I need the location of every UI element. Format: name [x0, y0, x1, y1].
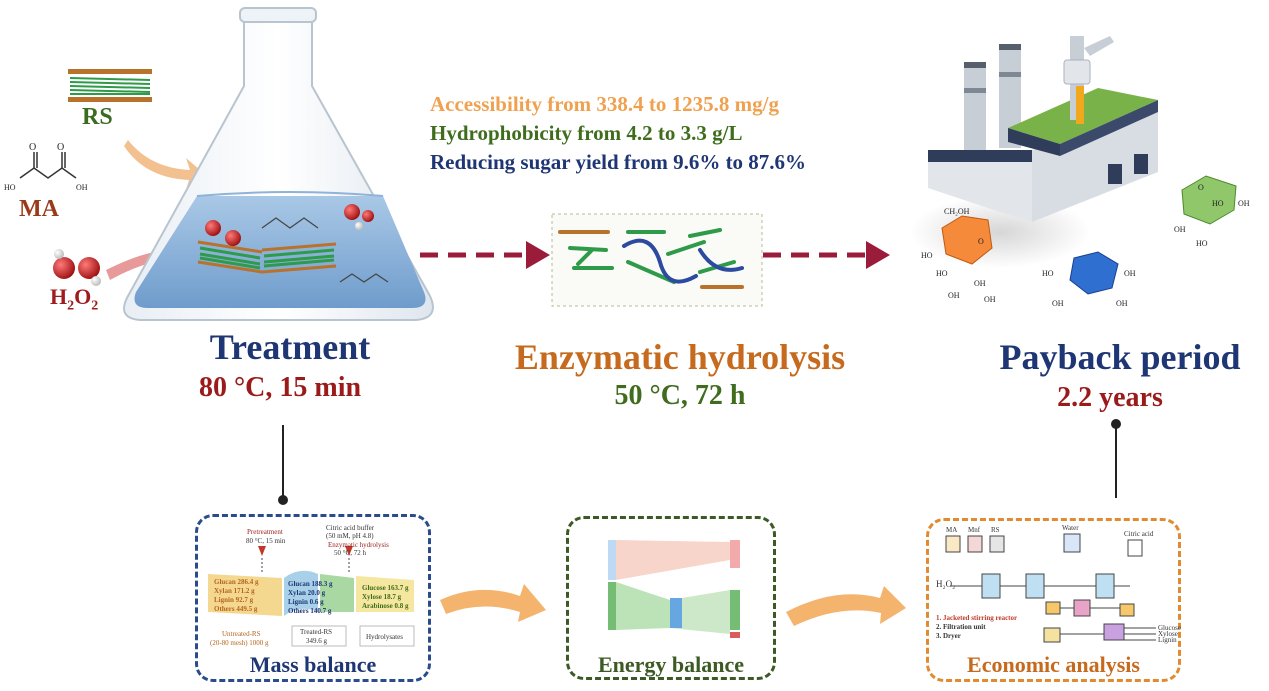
econ-feed-0: MA	[946, 526, 958, 534]
mass-balance-title: Mass balance	[249, 652, 377, 677]
mass-pretreatment-label: Pretreatment	[247, 528, 283, 536]
svg-text:OH: OH	[1238, 199, 1250, 208]
mass-enzymatic-cond: 50 °C, 72 h	[334, 549, 366, 557]
econ-feed-3: Water	[1062, 524, 1079, 532]
flow-arrow-energy-to-econ	[786, 586, 906, 626]
mass-col2-0: Glucan 188.3 g	[288, 580, 333, 588]
svg-text:OH: OH	[948, 291, 960, 300]
econ-output-0: Glucose	[1158, 624, 1181, 632]
mass-buffer-label: Citric acid buffer	[326, 524, 375, 532]
svg-text:O: O	[57, 142, 64, 153]
stage-title-hydrolysis: Enzymatic hydrolysis	[514, 337, 846, 377]
stat-hydrophobicity: Hydrophobicity from 4.2 to 3.3 g/L	[430, 121, 743, 145]
energy-balance-title: Energy balance	[597, 652, 745, 677]
mass-pretreatment-cond: 80 °C, 15 min	[246, 537, 286, 545]
rs-fiber-icon	[68, 69, 152, 102]
xylose-ring-icon	[1181, 175, 1237, 225]
econ-h2o2-label: H₂O₂	[936, 579, 956, 589]
svg-text:HO: HO	[921, 251, 933, 260]
mass-treated-mass: 349.6 g	[306, 637, 327, 645]
rs-input-arrow	[124, 140, 206, 190]
svg-text:OH: OH	[1052, 299, 1064, 308]
mass-col1-3: Others 449.5 g	[214, 605, 258, 613]
stat-sugar-yield: Reducing sugar yield from 9.6% to 87.6%	[430, 150, 807, 174]
svg-text:O: O	[29, 142, 36, 153]
stat-accessibility: Accessibility from 338.4 to 1235.8 mg/g	[430, 92, 779, 116]
stage-condition-hydrolysis: 50 °C, 72 h	[614, 380, 746, 411]
svg-text:HO: HO	[1196, 239, 1208, 248]
mass-col2-3: Others 140.7 g	[288, 607, 332, 615]
svg-text:OH: OH	[1116, 299, 1128, 308]
svg-text:HO: HO	[1212, 199, 1224, 208]
mass-treated-label: Treated-RS	[300, 628, 333, 636]
mass-col1-0: Glucan 286.4 g	[214, 578, 259, 586]
mass-col3-0: Glucose 163.7 g	[362, 584, 409, 592]
svg-text:OH: OH	[76, 183, 88, 192]
ma-label: MA	[19, 196, 59, 222]
mass-col1-2: Lignin 92.7 g	[214, 596, 254, 604]
factory-illustration	[910, 36, 1158, 268]
mass-buffer-cond: (50 mM, pH 4.8)	[326, 532, 374, 540]
svg-text:HO: HO	[4, 183, 16, 192]
glucose-ring-icon	[941, 215, 993, 265]
econ-feed-2: RS	[991, 526, 1000, 534]
stage-title-payback: Payback period	[999, 337, 1241, 377]
econ-output-2: Lignin	[1158, 636, 1177, 644]
mass-col3-2: Arabinose 0.8 g	[362, 602, 409, 610]
svg-text:HO: HO	[1042, 269, 1054, 278]
econ-legend-2: 3. Dryer	[936, 632, 961, 640]
econ-output-1: Xylose	[1158, 630, 1178, 638]
mass-untreated-size: (20-80 mesh) 1000 g	[210, 639, 269, 647]
svg-text:OH: OH	[1174, 225, 1186, 234]
flow-arrow-mass-to-energy	[440, 584, 546, 622]
stage-title-treatment: Treatment	[209, 327, 371, 367]
mass-enzymatic-label: Enzymatic hydrolysis	[328, 541, 389, 549]
svg-text:OH: OH	[984, 295, 996, 304]
hydrolysis-fragments-box	[551, 213, 763, 307]
erlenmeyer-flask	[123, 7, 434, 321]
mass-hydrolysates-label: Hydrolysates	[366, 633, 403, 641]
stage-condition-treatment: 80 °C, 15 min	[198, 372, 362, 403]
glucose-blue-ring-icon	[1069, 251, 1119, 295]
mass-untreated-label: Untreated-RS	[222, 630, 261, 638]
economic-analysis-title: Economic analysis	[967, 652, 1140, 677]
econ-legend-1: 2. Filtration unit	[936, 623, 986, 631]
svg-text:HO: HO	[936, 269, 948, 278]
mass-col1-1: Xylan 171.2 g	[214, 587, 255, 595]
h2o2-label: H2O2	[50, 284, 99, 314]
stage-condition-payback: 2.2 years	[1057, 382, 1163, 413]
svg-text:O: O	[1198, 183, 1204, 192]
mass-col2-2: Lignin 0.6 g	[288, 598, 324, 606]
svg-text:OH: OH	[974, 279, 986, 288]
econ-legend-0: 1. Jacketed stirring reactor	[936, 614, 1018, 622]
svg-text:O: O	[978, 237, 984, 246]
econ-feed-4: Citric acid	[1124, 530, 1154, 538]
malonic-acid-structure	[19, 152, 77, 179]
econ-feed-1: Mnf	[968, 526, 981, 534]
rs-label: RS	[82, 104, 113, 130]
mass-col3-1: Xylose 18.7 g	[362, 593, 402, 601]
svg-text:OH: OH	[1124, 269, 1136, 278]
h2o2-molecule-icon	[53, 249, 101, 286]
svg-text:CH₂OH: CH₂OH	[944, 207, 970, 216]
mass-col2-1: Xylan 20.0 g	[288, 589, 326, 597]
